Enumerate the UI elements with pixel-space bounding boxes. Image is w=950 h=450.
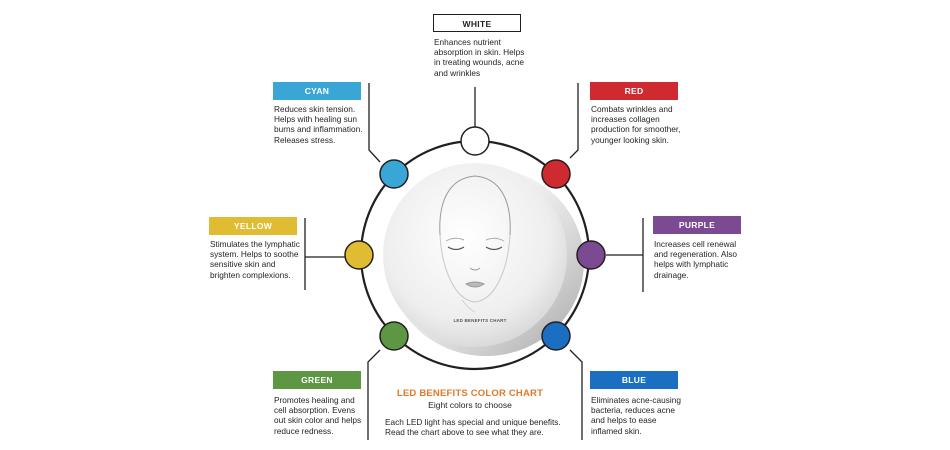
desc-line: in treating wounds, acne xyxy=(434,57,524,68)
node-blue xyxy=(541,321,571,351)
label-green: GREEN xyxy=(273,371,361,389)
desc-line: reduce redness. xyxy=(274,425,334,436)
desc-line: burns and inflammation. xyxy=(274,124,363,135)
desc-yellow: Stimulates the lymphatic system. Helps t… xyxy=(210,239,320,280)
face-disc xyxy=(383,163,567,347)
lips xyxy=(464,281,486,288)
desc-line: and helps to ease xyxy=(591,415,657,426)
connector-red xyxy=(569,83,579,159)
connector-cyan xyxy=(368,83,381,163)
desc-line: Reduces skin tension. xyxy=(274,104,356,114)
left-eye xyxy=(447,246,465,251)
node-cyan xyxy=(379,159,409,189)
node-purple xyxy=(576,240,606,270)
chin-line xyxy=(461,299,476,313)
connector-green xyxy=(367,349,381,440)
label-purple: PURPLE xyxy=(653,216,741,234)
nose xyxy=(469,267,481,271)
desc-line: system. Helps to soothe xyxy=(210,249,299,260)
desc-blue: Eliminates acne-causing bacteria, reduce… xyxy=(591,395,701,436)
connector-blue xyxy=(569,349,583,440)
desc-cyan: Reduces skin tension. Helps with healing… xyxy=(274,104,384,145)
label-white: WHITE xyxy=(433,14,521,32)
desc-line: inflamed skin. xyxy=(591,425,642,436)
desc-line: Promotes healing and xyxy=(274,395,355,405)
caption-body: Each LED light has special and unique be… xyxy=(385,417,585,437)
desc-line: production for smoother, xyxy=(591,124,681,135)
desc-line: and regeneration. Also xyxy=(654,249,738,260)
desc-line: Eliminates acne-causing xyxy=(591,395,681,405)
right-eye xyxy=(485,246,503,251)
color-nodes xyxy=(344,126,606,351)
face-jaw-outline xyxy=(439,234,511,303)
caption-line: Read the chart above to see what they ar… xyxy=(385,427,544,438)
desc-white: Enhances nutrient absorption in skin. He… xyxy=(434,37,544,78)
label-cyan: CYAN xyxy=(273,82,361,100)
desc-line: Helps with healing sun xyxy=(274,114,358,125)
desc-line: Combats wrinkles and xyxy=(591,104,673,114)
desc-line: increases collagen xyxy=(591,114,660,125)
label-red: RED xyxy=(590,82,678,100)
desc-line: younger looking skin. xyxy=(591,134,669,145)
desc-line: cell absorption. Evens xyxy=(274,405,356,416)
right-brow xyxy=(485,237,505,242)
desc-line: Increases cell renewal xyxy=(654,239,737,249)
node-red xyxy=(541,159,571,189)
desc-line: absorption in skin. Helps xyxy=(434,47,525,58)
caption-line: Each LED light has special and unique be… xyxy=(385,417,561,427)
face-chart-label: LED BENEFITS CHART xyxy=(453,318,507,323)
desc-green: Promotes healing and cell absorption. Ev… xyxy=(274,395,384,436)
label-blue: BLUE xyxy=(590,371,678,389)
label-yellow: YELLOW xyxy=(209,217,297,235)
desc-line: Releases stress. xyxy=(274,134,336,145)
desc-line: helps with lymphatic xyxy=(654,259,729,270)
caption-title: LED BENEFITS COLOR CHART xyxy=(396,388,544,399)
node-yellow xyxy=(344,240,374,270)
connector-lines xyxy=(304,83,644,440)
desc-purple: Increases cell renewal and regeneration.… xyxy=(654,239,764,280)
face-illustration xyxy=(439,175,511,313)
left-brow xyxy=(445,237,465,242)
caption-subtitle: Eight colors to choose xyxy=(428,400,512,410)
desc-line: and wrinkles xyxy=(434,67,481,78)
desc-line: out skin color and helps xyxy=(274,415,362,426)
node-white xyxy=(460,126,490,156)
node-green xyxy=(379,321,409,351)
desc-line: sensitive skin and xyxy=(210,259,276,270)
desc-line: bacteria, reduces acne xyxy=(591,405,675,416)
desc-red: Combats wrinkles and increases collagen … xyxy=(591,104,706,145)
desc-line: drainage. xyxy=(654,269,689,280)
face-hair-outline xyxy=(439,175,511,236)
desc-line: brighten complexions. xyxy=(210,269,291,280)
desc-line: Stimulates the lymphatic xyxy=(210,239,300,249)
desc-line: Enhances nutrient xyxy=(434,37,501,47)
